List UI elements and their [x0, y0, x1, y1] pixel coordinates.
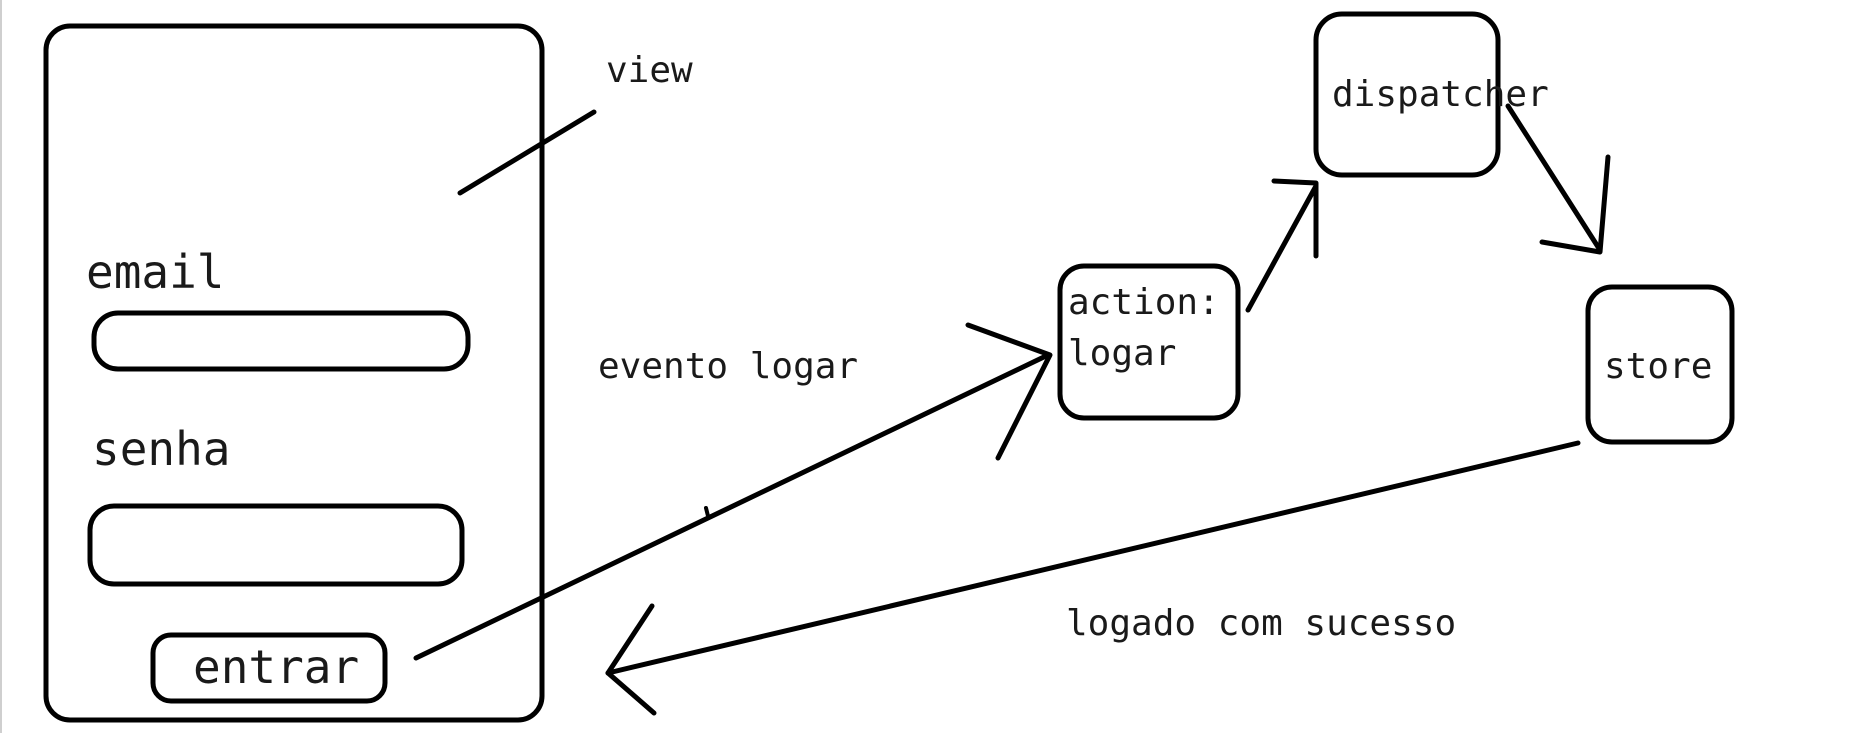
- email-label: email: [86, 245, 224, 299]
- logado-com-sucesso-label: logado com sucesso: [1066, 603, 1456, 644]
- view-pointer-line: [457, 109, 597, 196]
- view-label: view: [606, 50, 693, 91]
- senha-field[interactable]: [87, 503, 465, 587]
- action-box: [1057, 263, 1241, 421]
- entrar-button[interactable]: [150, 632, 388, 704]
- evento-logar-arrowhead: [965, 322, 1053, 461]
- action-label-line2: logar: [1068, 333, 1176, 374]
- email-field[interactable]: [91, 310, 471, 372]
- evento-logar-label: evento logar: [598, 346, 858, 387]
- dispatcher-to-store-arrow: [1505, 103, 1603, 253]
- entrar-label: entrar: [193, 640, 359, 694]
- stray-mark: [704, 506, 710, 518]
- action-label-line1: action:: [1068, 282, 1220, 323]
- evento-logar-arrow: [413, 352, 1051, 661]
- dispatcher-to-store-arrowhead: [1539, 154, 1611, 255]
- view-frame: [43, 23, 545, 723]
- logado-com-sucesso-arrow: [605, 440, 1581, 676]
- action-to-dispatcher-arrowhead: [1271, 178, 1319, 259]
- senha-label: senha: [92, 422, 230, 476]
- store-label: store: [1604, 346, 1712, 387]
- logado-com-sucesso-arrowhead: [605, 603, 657, 716]
- action-to-dispatcher-arrow: [1245, 183, 1319, 313]
- store-box: [1585, 284, 1735, 445]
- dispatcher-box: [1313, 11, 1501, 178]
- dispatcher-label: dispatcher: [1332, 74, 1549, 115]
